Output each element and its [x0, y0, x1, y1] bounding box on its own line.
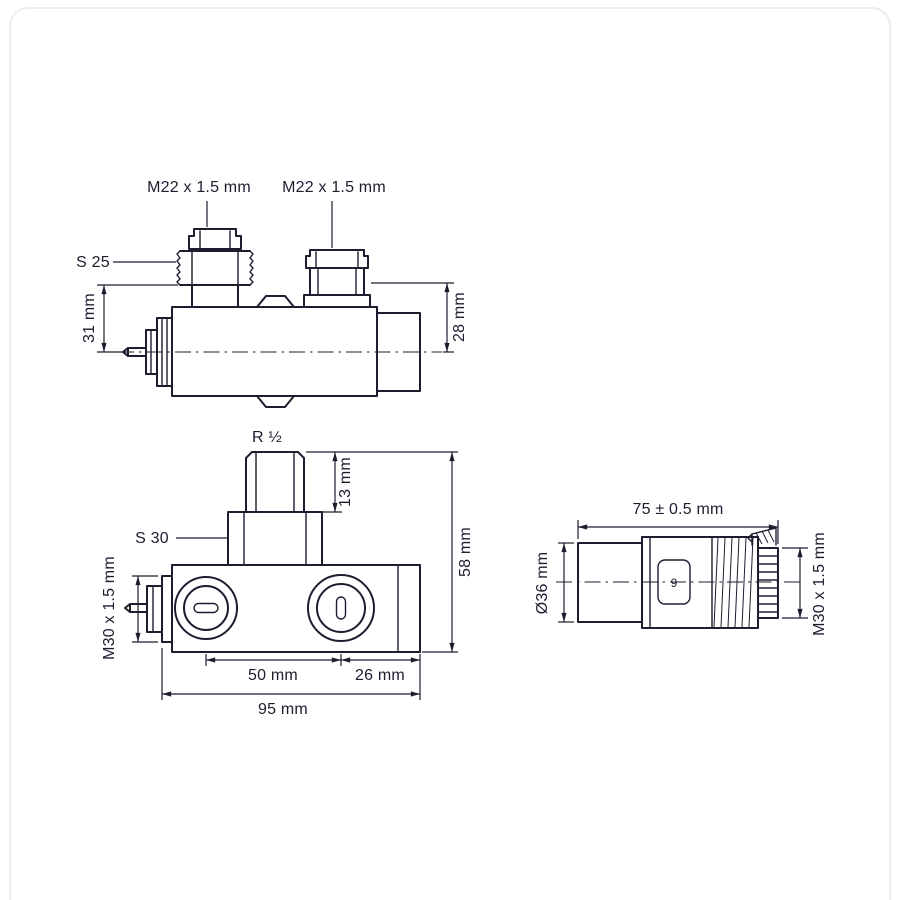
front-dimensions [132, 451, 458, 700]
dim-label-s30: S 30 [135, 530, 169, 547]
port-right [307, 574, 375, 642]
head-collar [757, 547, 779, 619]
dim-label-75mm: 75 ± 0.5 mm [632, 501, 723, 518]
dim-label-s25: S 25 [76, 254, 110, 271]
dim-label-13mm: 13 mm [337, 457, 354, 507]
dim-label-m22-right: M22 x 1.5 mm [282, 179, 386, 196]
dim-label-95mm: 95 mm [258, 701, 308, 718]
dim-label-26mm: 26 mm [355, 667, 405, 684]
port-left [174, 576, 238, 640]
dim-label-50mm: 50 mm [248, 667, 298, 684]
dim-label-m30-front: M30 x 1.5 mm [101, 556, 118, 660]
dim-label-r-half: R ½ [252, 429, 282, 446]
body-boss-top [256, 295, 295, 308]
connection-left [176, 228, 254, 308]
card-border [9, 7, 891, 900]
connection-right [303, 249, 371, 308]
valve-end-cap [376, 312, 421, 392]
spindle-front [124, 575, 173, 643]
side-view: M22 x 1.5 mm M22 x 1.5 mm S 25 31 mm 28 … [76, 179, 468, 408]
spindle-side [122, 317, 173, 387]
dim-label-m30-head: M30 x 1.5 mm [811, 532, 828, 636]
head-scale-digit: 9 [671, 576, 678, 590]
hex-s30 [227, 511, 323, 566]
head-scale-window [657, 559, 691, 605]
dim-label-d36: Ø36 mm [534, 552, 551, 615]
dim-label-58mm: 58 mm [457, 527, 474, 577]
body-boss-bottom [256, 395, 295, 408]
dim-label-31mm: 31 mm [81, 293, 98, 343]
head-clip [747, 527, 777, 546]
front-view: R ½ 13 mm S 30 M30 x 1.5 mm 58 mm 50 mm … [101, 429, 474, 718]
head-dimensions [558, 520, 808, 623]
dim-label-28mm: 28 mm [451, 292, 468, 342]
head-grip-ribs [713, 537, 754, 628]
head-view: 75 ± 0.5 mm Ø36 mm M30 x 1.5 mm 9 [534, 501, 828, 636]
side-dimensions [97, 201, 454, 353]
stub-r-half [245, 451, 305, 513]
dim-label-m22-left: M22 x 1.5 mm [147, 179, 251, 196]
